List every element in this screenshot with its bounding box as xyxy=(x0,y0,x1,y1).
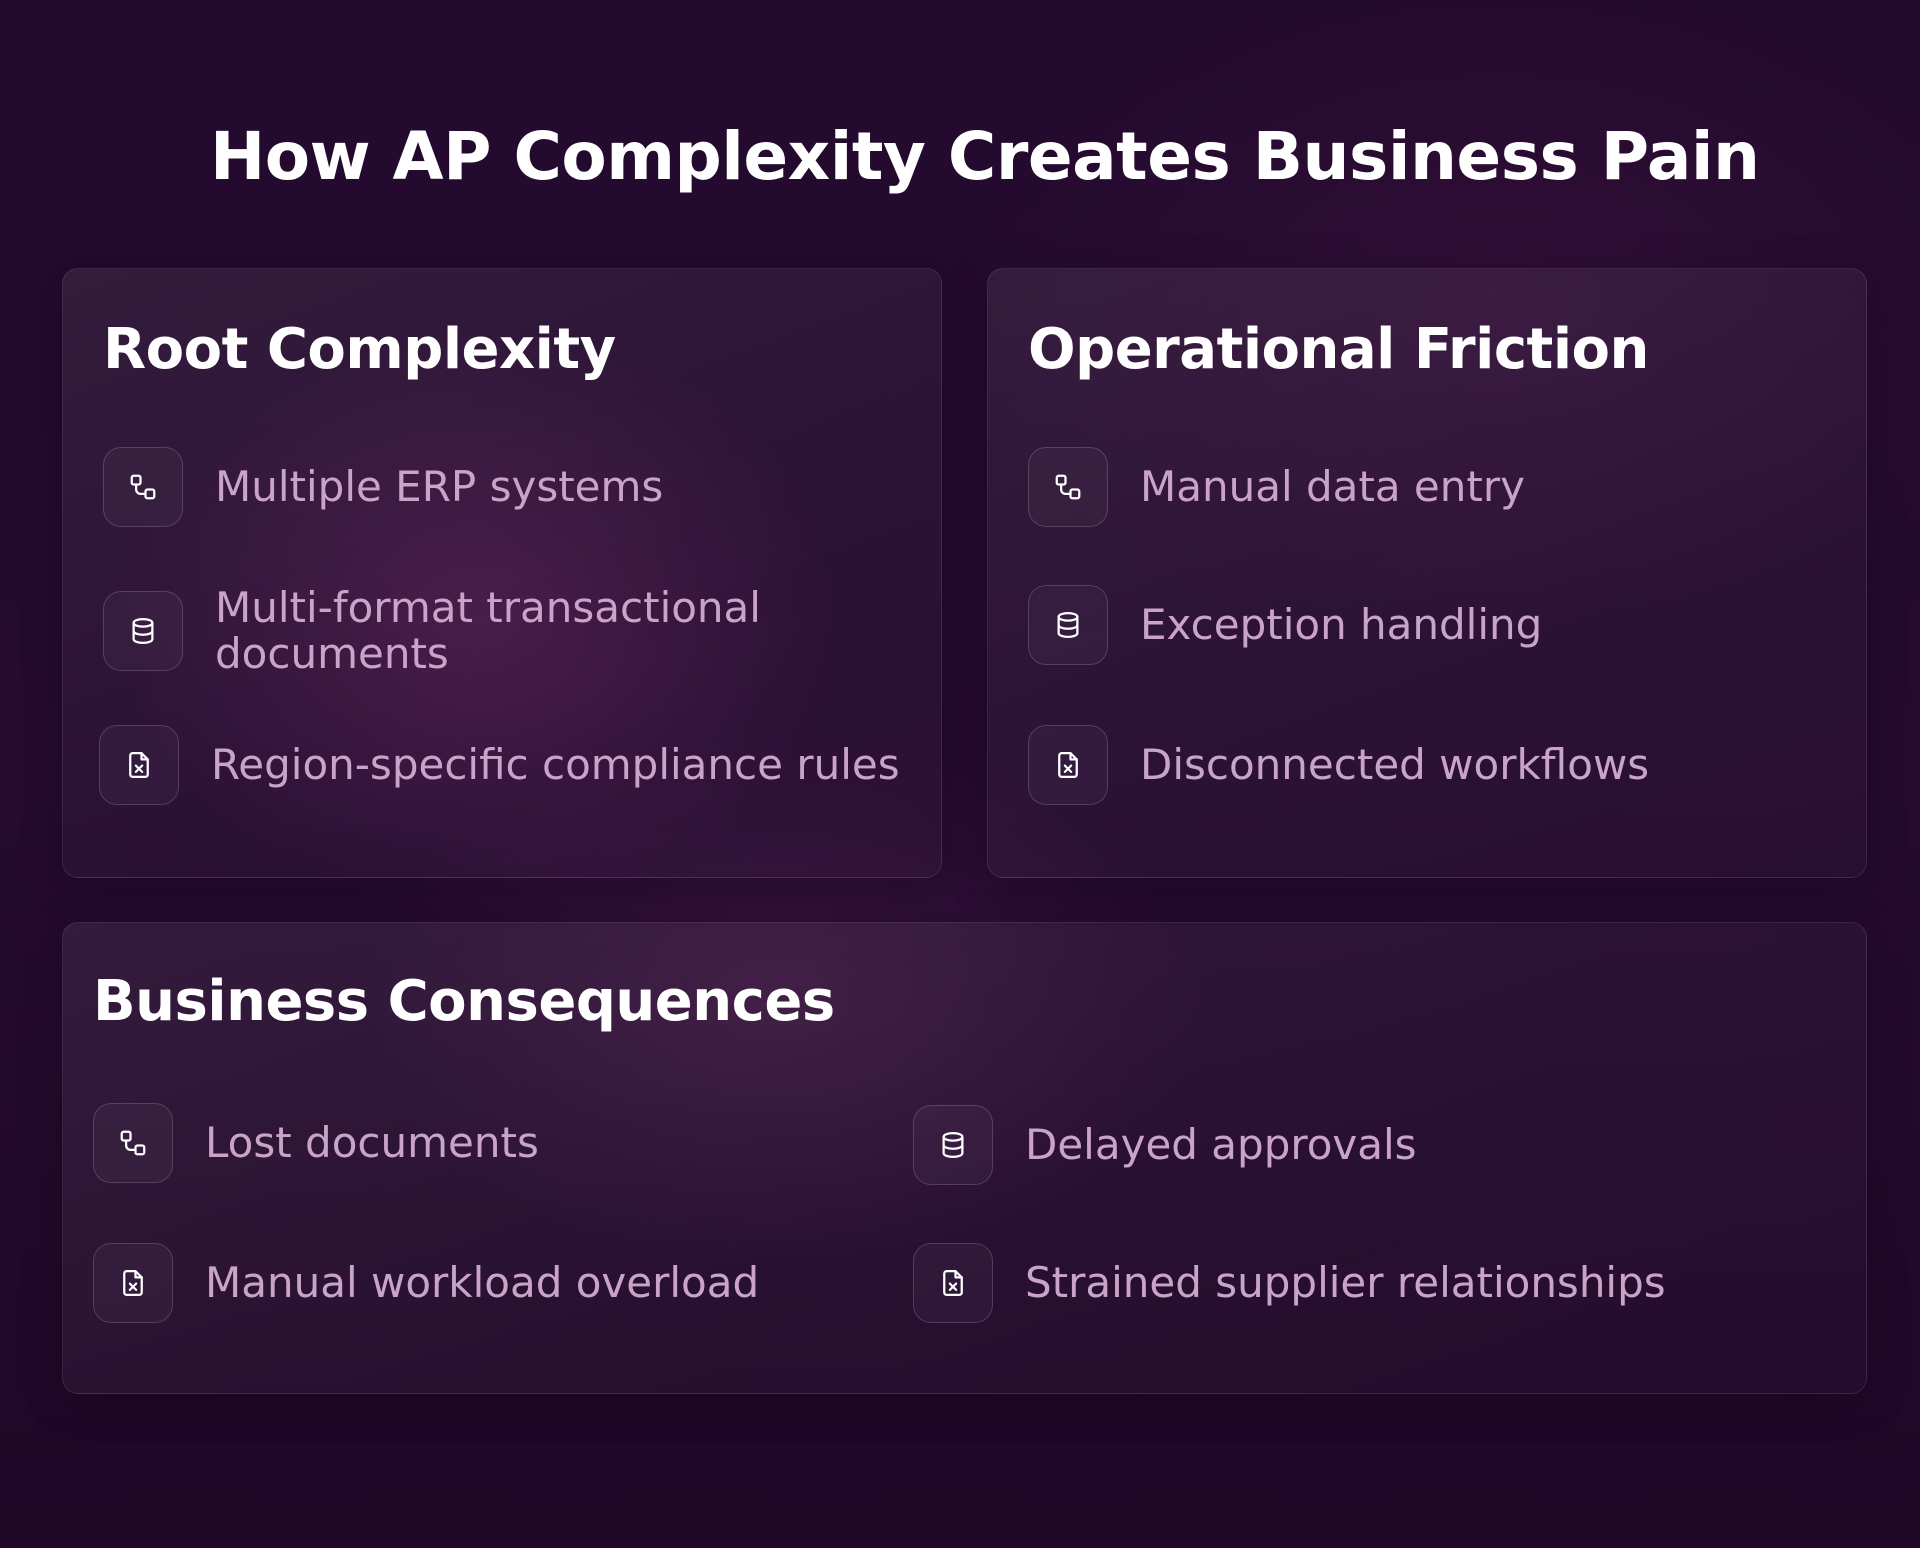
item-label: Region-specific compliance rules xyxy=(211,740,900,789)
item-label: Manual workload overload xyxy=(205,1258,760,1307)
list-item-delayed-approvals: Delayed approvals xyxy=(913,1105,1417,1185)
workflow-icon xyxy=(103,447,183,527)
list-item-disconnected-workflows: Disconnected workflows xyxy=(1028,725,1649,805)
file-x-icon xyxy=(913,1243,993,1323)
list-item-manual-workload-overload: Manual workload overload xyxy=(93,1243,759,1323)
item-label: Multi-format transactional documents xyxy=(215,583,761,678)
page-title: How AP Complexity Creates Business Pain xyxy=(210,118,1760,195)
database-icon xyxy=(913,1105,993,1185)
database-icon xyxy=(1028,585,1108,665)
list-item-multiple-erp-systems: Multiple ERP systems xyxy=(103,447,663,527)
file-x-icon xyxy=(93,1243,173,1323)
card-title-operational-friction: Operational Friction xyxy=(1028,317,1649,382)
item-label: Exception handling xyxy=(1140,600,1543,649)
item-label: Manual data entry xyxy=(1140,462,1525,511)
workflow-icon xyxy=(93,1103,173,1183)
file-x-icon xyxy=(1028,725,1108,805)
database-icon xyxy=(103,591,183,671)
item-label: Multiple ERP systems xyxy=(215,462,664,511)
root-complexity-card: Root Complexity Multiple ERP systems Mul… xyxy=(62,268,942,878)
business-consequences-card: Business Consequences Lost documents Del… xyxy=(62,922,1867,1394)
list-item-lost-documents: Lost documents xyxy=(93,1103,539,1183)
card-title-business-consequences: Business Consequences xyxy=(93,969,835,1034)
list-item-strained-supplier-relationships: Strained supplier relationships xyxy=(913,1243,1666,1323)
list-item-region-compliance: Region-specific compliance rules xyxy=(99,725,900,805)
item-label: Lost documents xyxy=(205,1118,539,1167)
item-label: Strained supplier relationships xyxy=(1025,1258,1666,1307)
card-title-root-complexity: Root Complexity xyxy=(103,317,616,382)
list-item-exception-handling: Exception handling xyxy=(1028,585,1542,665)
item-label: Delayed approvals xyxy=(1025,1120,1417,1169)
operational-friction-card: Operational Friction Manual data entry E… xyxy=(987,268,1867,878)
list-item-manual-data-entry: Manual data entry xyxy=(1028,447,1525,527)
item-label: Disconnected workflows xyxy=(1140,740,1650,789)
file-x-icon xyxy=(99,725,179,805)
list-item-multi-format-documents: Multi-format transactional documents xyxy=(103,585,815,677)
workflow-icon xyxy=(1028,447,1108,527)
